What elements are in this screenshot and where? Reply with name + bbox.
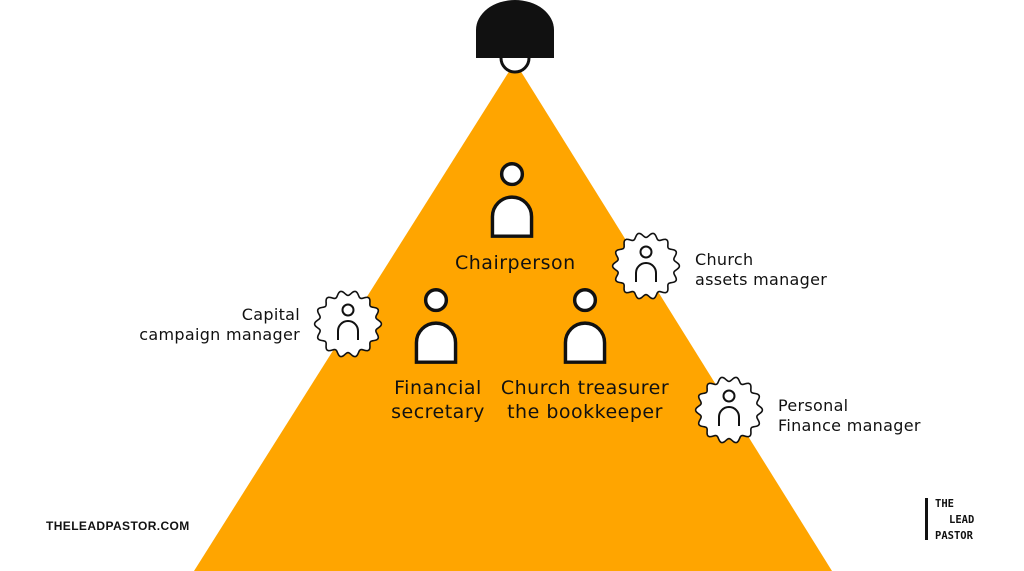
financial-secretary-label: Financial secretary bbox=[378, 377, 498, 425]
person-icon bbox=[563, 288, 607, 364]
church-treasurer-label: Church treasurer the bookkeeper bbox=[495, 377, 675, 425]
personal-finance-manager-label: Personal Finance manager bbox=[778, 396, 938, 436]
church-assets-manager-badge-icon bbox=[611, 232, 681, 300]
spotlight-lamp-icon bbox=[476, 0, 554, 74]
chairperson-person-icon bbox=[490, 162, 534, 238]
brand-logo-bar bbox=[925, 498, 928, 540]
person-icon bbox=[718, 389, 740, 426]
person-icon bbox=[490, 162, 534, 238]
person-icon bbox=[414, 288, 458, 364]
person-icon bbox=[337, 303, 359, 340]
personal-finance-manager-badge-icon bbox=[694, 376, 764, 444]
brand-logo: THE LEAD PASTOR bbox=[925, 496, 995, 546]
personal-finance-manager-label-line-1: Personal bbox=[778, 396, 849, 415]
church-treasurer-person-icon bbox=[563, 288, 607, 364]
financial-secretary-person-icon bbox=[414, 288, 458, 364]
capital-campaign-manager-label-line-2: campaign manager bbox=[139, 325, 300, 344]
brand-logo-line-2: LEAD bbox=[949, 514, 975, 526]
financial-secretary-label-line-2: secretary bbox=[391, 400, 485, 423]
church-assets-manager-label-line-1: Church bbox=[695, 250, 754, 269]
church-treasurer-label-line-1: Church treasurer bbox=[500, 377, 670, 399]
church-treasurer-label-line-2: the bookkeeper bbox=[507, 400, 663, 423]
financial-secretary-label-line-1: Financial bbox=[394, 377, 482, 399]
brand-logo-line-3: PASTOR bbox=[935, 530, 973, 542]
personal-finance-manager-label-line-2: Finance manager bbox=[778, 416, 921, 435]
capital-campaign-manager-label: Capital campaign manager bbox=[130, 305, 300, 345]
chairperson-label-line-1: Chairperson bbox=[455, 252, 576, 274]
chairperson-label: Chairperson bbox=[455, 252, 575, 276]
church-assets-manager-label: Church assets manager bbox=[695, 250, 845, 290]
capital-campaign-manager-label-line-1: Capital bbox=[241, 305, 300, 324]
brand-logo-line-1: THE bbox=[935, 498, 954, 510]
church-assets-manager-label-line-2: assets manager bbox=[695, 270, 828, 289]
capital-campaign-manager-badge-icon bbox=[313, 290, 383, 358]
website-url: THELEADPASTOR.COM bbox=[46, 519, 190, 533]
brand-logo-text: THE LEAD PASTOR bbox=[935, 496, 974, 544]
person-icon bbox=[635, 245, 657, 282]
spotlight-pyramid bbox=[194, 62, 832, 571]
